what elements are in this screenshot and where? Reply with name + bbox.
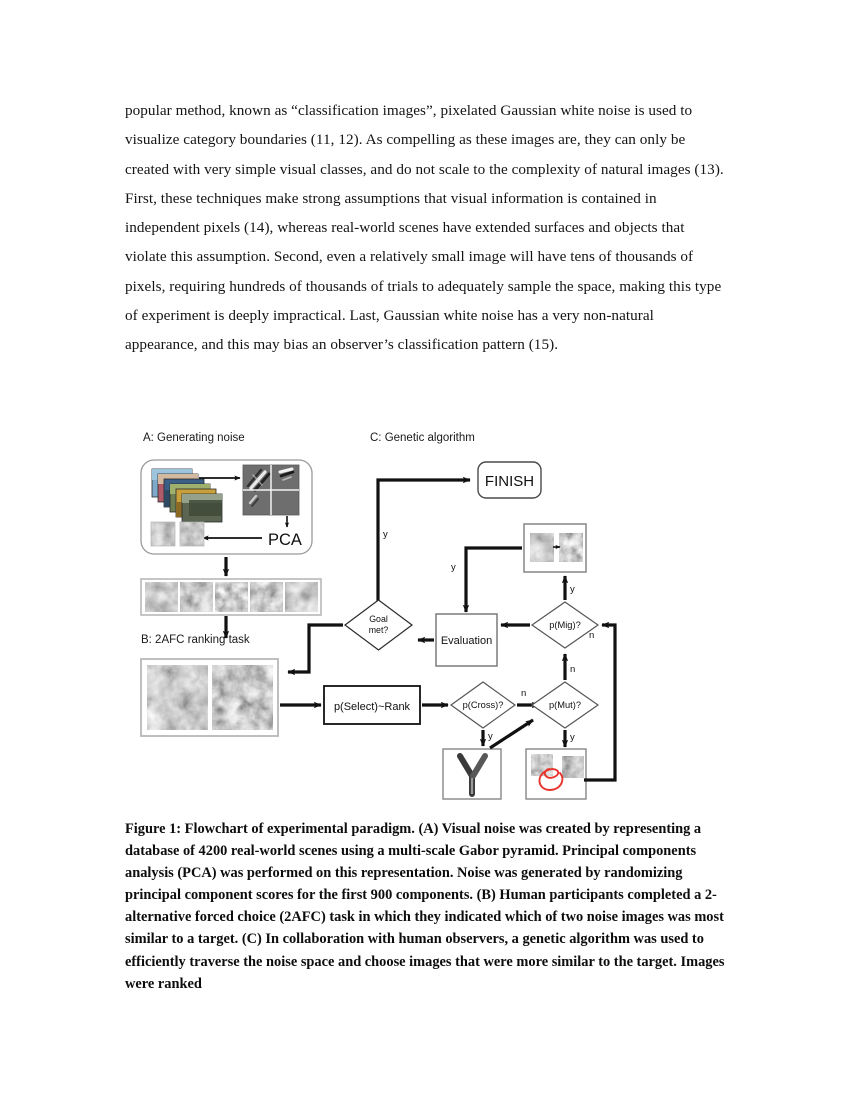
edge-migration-to-evaluation — [462, 546, 522, 613]
node-finish-box — [477, 461, 542, 499]
scene-thumbnail-stack — [151, 468, 223, 523]
node-pselect-label: p(Select)~Rank — [334, 701, 411, 713]
edge-crossover-to-pmut — [489, 718, 534, 750]
node-pmut-label: p(Mut)? — [549, 700, 581, 710]
edge-label-cross-no: n — [521, 688, 526, 699]
panel-a-label: A: Generating noise — [143, 432, 245, 444]
noise-population-strip — [140, 578, 322, 616]
node-pcross-diamond — [449, 681, 517, 729]
figure-caption: Figure 1: Flowchart of experimental para… — [125, 821, 725, 992]
mutation-squiggle-icon — [538, 768, 564, 791]
figure-1: PCA — [0, 420, 850, 805]
edge-label-goal-yes: y — [383, 529, 388, 540]
edge-label-mig-yes: y — [570, 584, 575, 595]
edge-mutation-return-to-pmig — [584, 621, 617, 782]
edge-label-cross-yes: y — [488, 731, 493, 742]
node-pmut-diamond — [530, 681, 600, 729]
node-pmig-diamond — [530, 601, 600, 649]
pca-label: PCA — [268, 531, 302, 549]
figure-graphic: PCA — [140, 459, 617, 800]
edge-goal-no-to-2afc — [287, 623, 343, 676]
panel-c-group: FINISH y y Evaluat — [280, 461, 617, 800]
mutation-image-box — [525, 748, 587, 800]
edge-label-migration-down-y: y — [451, 562, 456, 573]
node-pmig-label: p(Mig)? — [549, 620, 581, 630]
edge-label-mig-return-n: n — [589, 630, 594, 641]
body-paragraph: popular method, known as “classification… — [125, 102, 724, 354]
edge-goal-yes-to-finish — [376, 476, 471, 620]
crossover-image-box — [442, 748, 502, 800]
edge-label-mut-yes: y — [570, 732, 575, 743]
node-goal-diamond — [343, 599, 414, 651]
node-goal-label-line1: Goal — [369, 614, 388, 624]
panel-a-group: PCA — [140, 459, 322, 639]
node-goal-label-line2: met? — [369, 625, 389, 635]
migration-image-box — [523, 523, 587, 573]
node-finish-label: FINISH — [485, 473, 534, 490]
node-evaluation-label: Evaluation — [441, 635, 492, 647]
node-pcross-label: p(Cross)? — [463, 700, 504, 710]
edge-label-mut-no: n — [570, 664, 575, 675]
panel-c-label: C: Genetic algorithm — [370, 432, 475, 444]
panel-a-noise-patches — [150, 521, 205, 547]
2afc-image-right — [212, 665, 273, 730]
2afc-image-left — [147, 665, 208, 730]
node-pselect-box — [323, 685, 421, 725]
panel-b-group — [140, 658, 279, 737]
gabor-pyramid-grid — [242, 464, 300, 516]
panel-b-label: B: 2AFC ranking task — [141, 634, 250, 646]
node-evaluation-box — [435, 613, 498, 667]
